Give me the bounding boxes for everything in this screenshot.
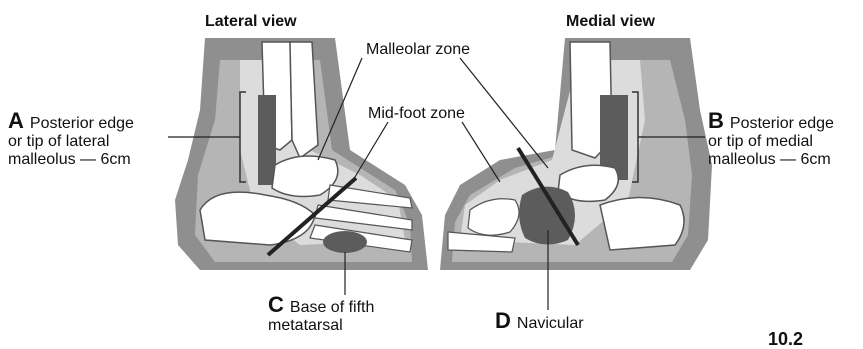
fifth-metatarsal-base	[323, 231, 367, 253]
callout-b-line3: malleolus — 6cm	[708, 151, 834, 169]
callout-c-line2: metatarsal	[268, 317, 374, 335]
medial-foot	[440, 38, 712, 310]
callout-c-letter: C	[268, 292, 284, 317]
callout-b-line1: Posterior edge	[730, 115, 834, 132]
callout-d-line1: Navicular	[517, 315, 584, 332]
callout-a-line1: Posterior edge	[30, 115, 134, 132]
callout-b-letter: B	[708, 108, 724, 133]
callout-a-line3: malleolus — 6cm	[8, 151, 134, 169]
callout-b-line2: or tip of medial	[708, 133, 834, 151]
lateral-foot	[168, 38, 428, 295]
lateral-view-title: Lateral view	[205, 14, 297, 30]
malleolar-zone-label: Malleolar zone	[366, 42, 470, 58]
lateral-malleolus	[258, 95, 276, 185]
callout-a-line2: or tip of lateral	[8, 133, 134, 151]
medial-calcaneus	[600, 198, 684, 251]
callout-a-letter: A	[8, 108, 24, 133]
callout-c-line1: Base of fifth	[290, 299, 375, 316]
midfoot-zone-label: Mid-foot zone	[368, 106, 465, 122]
callout-d-letter: D	[495, 308, 511, 333]
leader-malleolar-right	[460, 58, 548, 168]
figure-number: 10.2	[768, 330, 803, 348]
medial-view-title: Medial view	[566, 14, 655, 30]
